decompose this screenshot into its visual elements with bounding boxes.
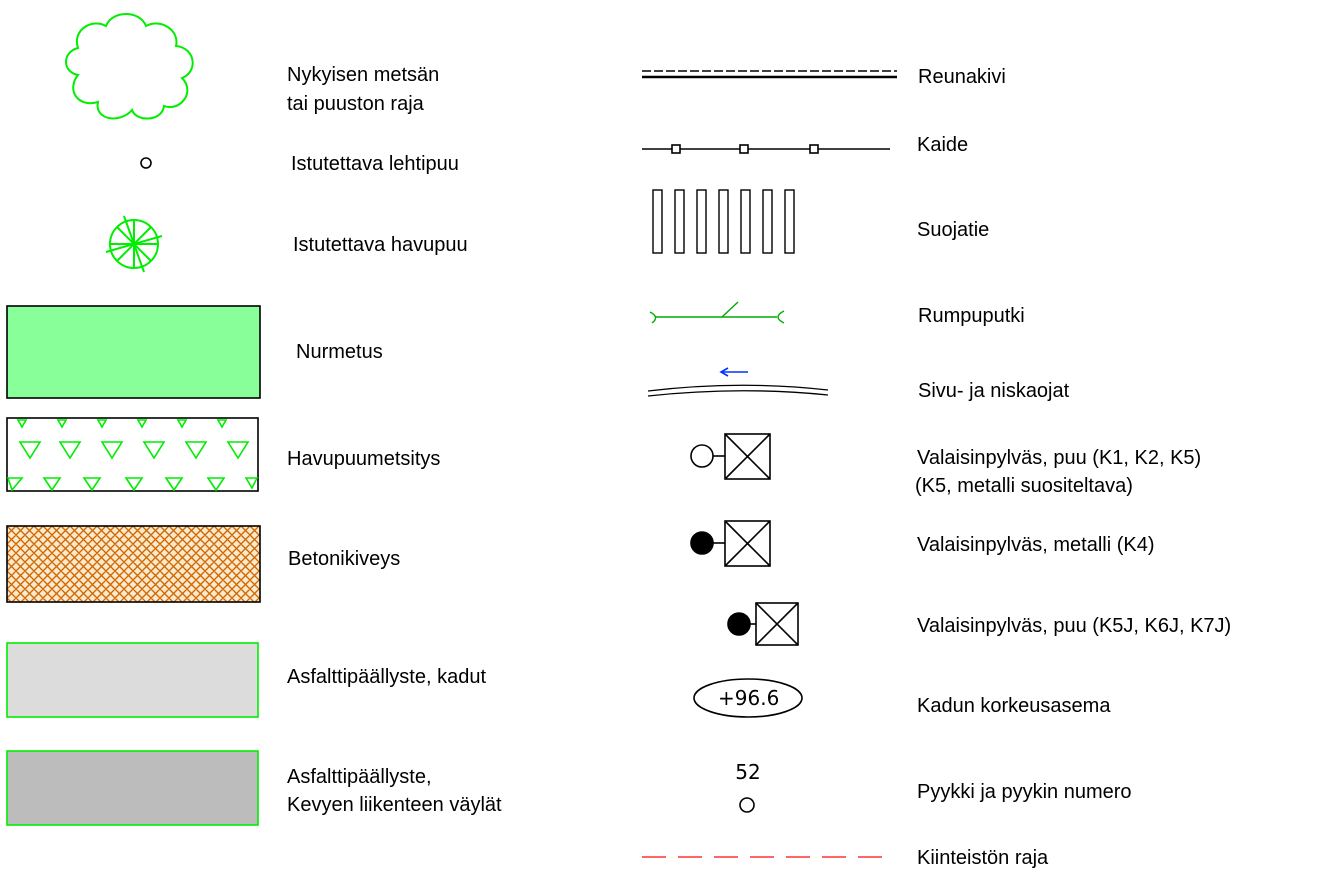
lamp-wood-symbol bbox=[690, 433, 771, 480]
survey-peg-label: Pyykki ja pyykin numero bbox=[917, 781, 1132, 803]
street-elevation-value: +96.6 bbox=[718, 686, 780, 710]
deciduous-tree-symbol bbox=[140, 157, 152, 169]
lamp-wood-label: Valaisinpylväs, puu (K1, K2, K5) (K5, me… bbox=[915, 447, 1202, 497]
lamp-metal-symbol bbox=[690, 520, 771, 567]
reforestation-label: Havupuumetsitys bbox=[287, 448, 441, 470]
street-elevation-symbol bbox=[693, 678, 803, 718]
curb-symbol bbox=[642, 70, 897, 79]
ditch-label: Sivu- ja niskaojat bbox=[918, 380, 1070, 402]
street-elevation-label: Kadun korkeusasema bbox=[917, 695, 1111, 717]
asphalt-light-traffic-symbol bbox=[6, 750, 259, 826]
asphalt-street-label: Asfalttipäällyste, kadut bbox=[287, 666, 486, 688]
curb-label: Reunakivi bbox=[918, 66, 1006, 88]
railing-label: Kaide bbox=[917, 134, 969, 156]
forest-boundary-symbol bbox=[65, 13, 194, 120]
culvert-symbol bbox=[649, 301, 785, 324]
turf-label: Nurmetus bbox=[296, 341, 383, 363]
property-boundary-label: Kiinteistön raja bbox=[917, 847, 1049, 869]
survey-peg-symbol bbox=[739, 797, 755, 813]
railing-symbol bbox=[642, 144, 890, 154]
paving-label: Betonikiveys bbox=[288, 548, 401, 570]
forest-boundary-label: Nykyisen metsän tai puuston raja bbox=[287, 64, 440, 115]
lamp-metal-label: Valaisinpylväs, metalli (K4) bbox=[917, 534, 1155, 556]
culvert-label: Rumpuputki bbox=[918, 305, 1025, 327]
deciduous-tree-label: Istutettava lehtipuu bbox=[291, 153, 459, 175]
turf-symbol bbox=[6, 305, 261, 399]
asphalt-light-traffic-label: Asfalttipäällyste, Kevyen liikenteen väy… bbox=[287, 766, 502, 816]
conifer-tree-symbol bbox=[105, 215, 163, 273]
lamp-wood-j-symbol bbox=[727, 602, 799, 646]
conifer-tree-label: Istutettava havupuu bbox=[293, 234, 468, 256]
paving-symbol bbox=[6, 525, 261, 603]
paving-pattern bbox=[7, 526, 260, 602]
survey-peg-number: 52 bbox=[735, 760, 761, 784]
crosswalk-symbol bbox=[652, 189, 795, 254]
asphalt-street-symbol bbox=[6, 642, 259, 718]
reforestation-symbol bbox=[6, 417, 259, 492]
lamp-wood-j-label: Valaisinpylväs, puu (K5J, K6J, K7J) bbox=[917, 615, 1232, 637]
ditch-symbol bbox=[647, 367, 829, 397]
crosswalk-label: Suojatie bbox=[917, 219, 990, 241]
